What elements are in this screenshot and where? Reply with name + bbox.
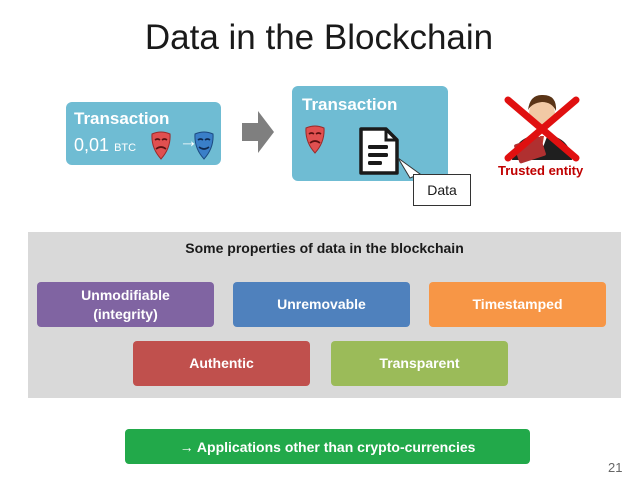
applications-label: → Applications other than crypto-currenc…	[179, 438, 476, 455]
property-authentic-label: Authentic	[189, 355, 254, 372]
applications-banner: → Applications other than crypto-currenc…	[125, 429, 530, 464]
property-timestamped-label: Timestamped	[472, 296, 563, 313]
data-callout: Data	[413, 174, 471, 206]
blue-mask-icon	[194, 131, 214, 160]
amount-unit: BTC	[114, 142, 137, 154]
transaction-amount: 0,01 BTC	[74, 135, 136, 156]
transaction-simple-label: Transaction	[74, 109, 170, 128]
properties-panel: Some properties of data in the blockchai…	[28, 232, 621, 398]
document-icon	[359, 127, 399, 175]
trusted-entity-label: Trusted entity	[498, 163, 584, 178]
red-mask-icon	[151, 131, 171, 160]
transaction-data-label: Transaction	[302, 95, 398, 114]
property-unremovable-label: Unremovable	[277, 296, 366, 313]
cross-icon	[504, 96, 580, 162]
property-unmodifiable-label: Unmodifiable (integrity)	[81, 287, 170, 322]
red-mask-icon	[305, 125, 325, 154]
property-unremovable: Unremovable	[233, 282, 410, 327]
property-transparent: Transparent	[331, 341, 508, 386]
property-authentic: Authentic	[133, 341, 310, 386]
property-transparent-label: Transparent	[379, 355, 460, 372]
transaction-data-box: Transaction	[292, 86, 448, 181]
property-unmodifiable: Unmodifiable (integrity)	[37, 282, 214, 327]
page-number: 21	[608, 460, 623, 475]
amount-value: 0,01	[74, 135, 110, 155]
property-timestamped: Timestamped	[429, 282, 606, 327]
right-arrow-icon	[242, 111, 274, 153]
slide-title: Data in the Blockchain	[144, 18, 494, 57]
transaction-simple-box: Transaction 0,01 BTC →	[66, 102, 221, 165]
properties-title: Some properties of data in the blockchai…	[185, 240, 464, 256]
transfer-arrow: →	[179, 131, 198, 152]
